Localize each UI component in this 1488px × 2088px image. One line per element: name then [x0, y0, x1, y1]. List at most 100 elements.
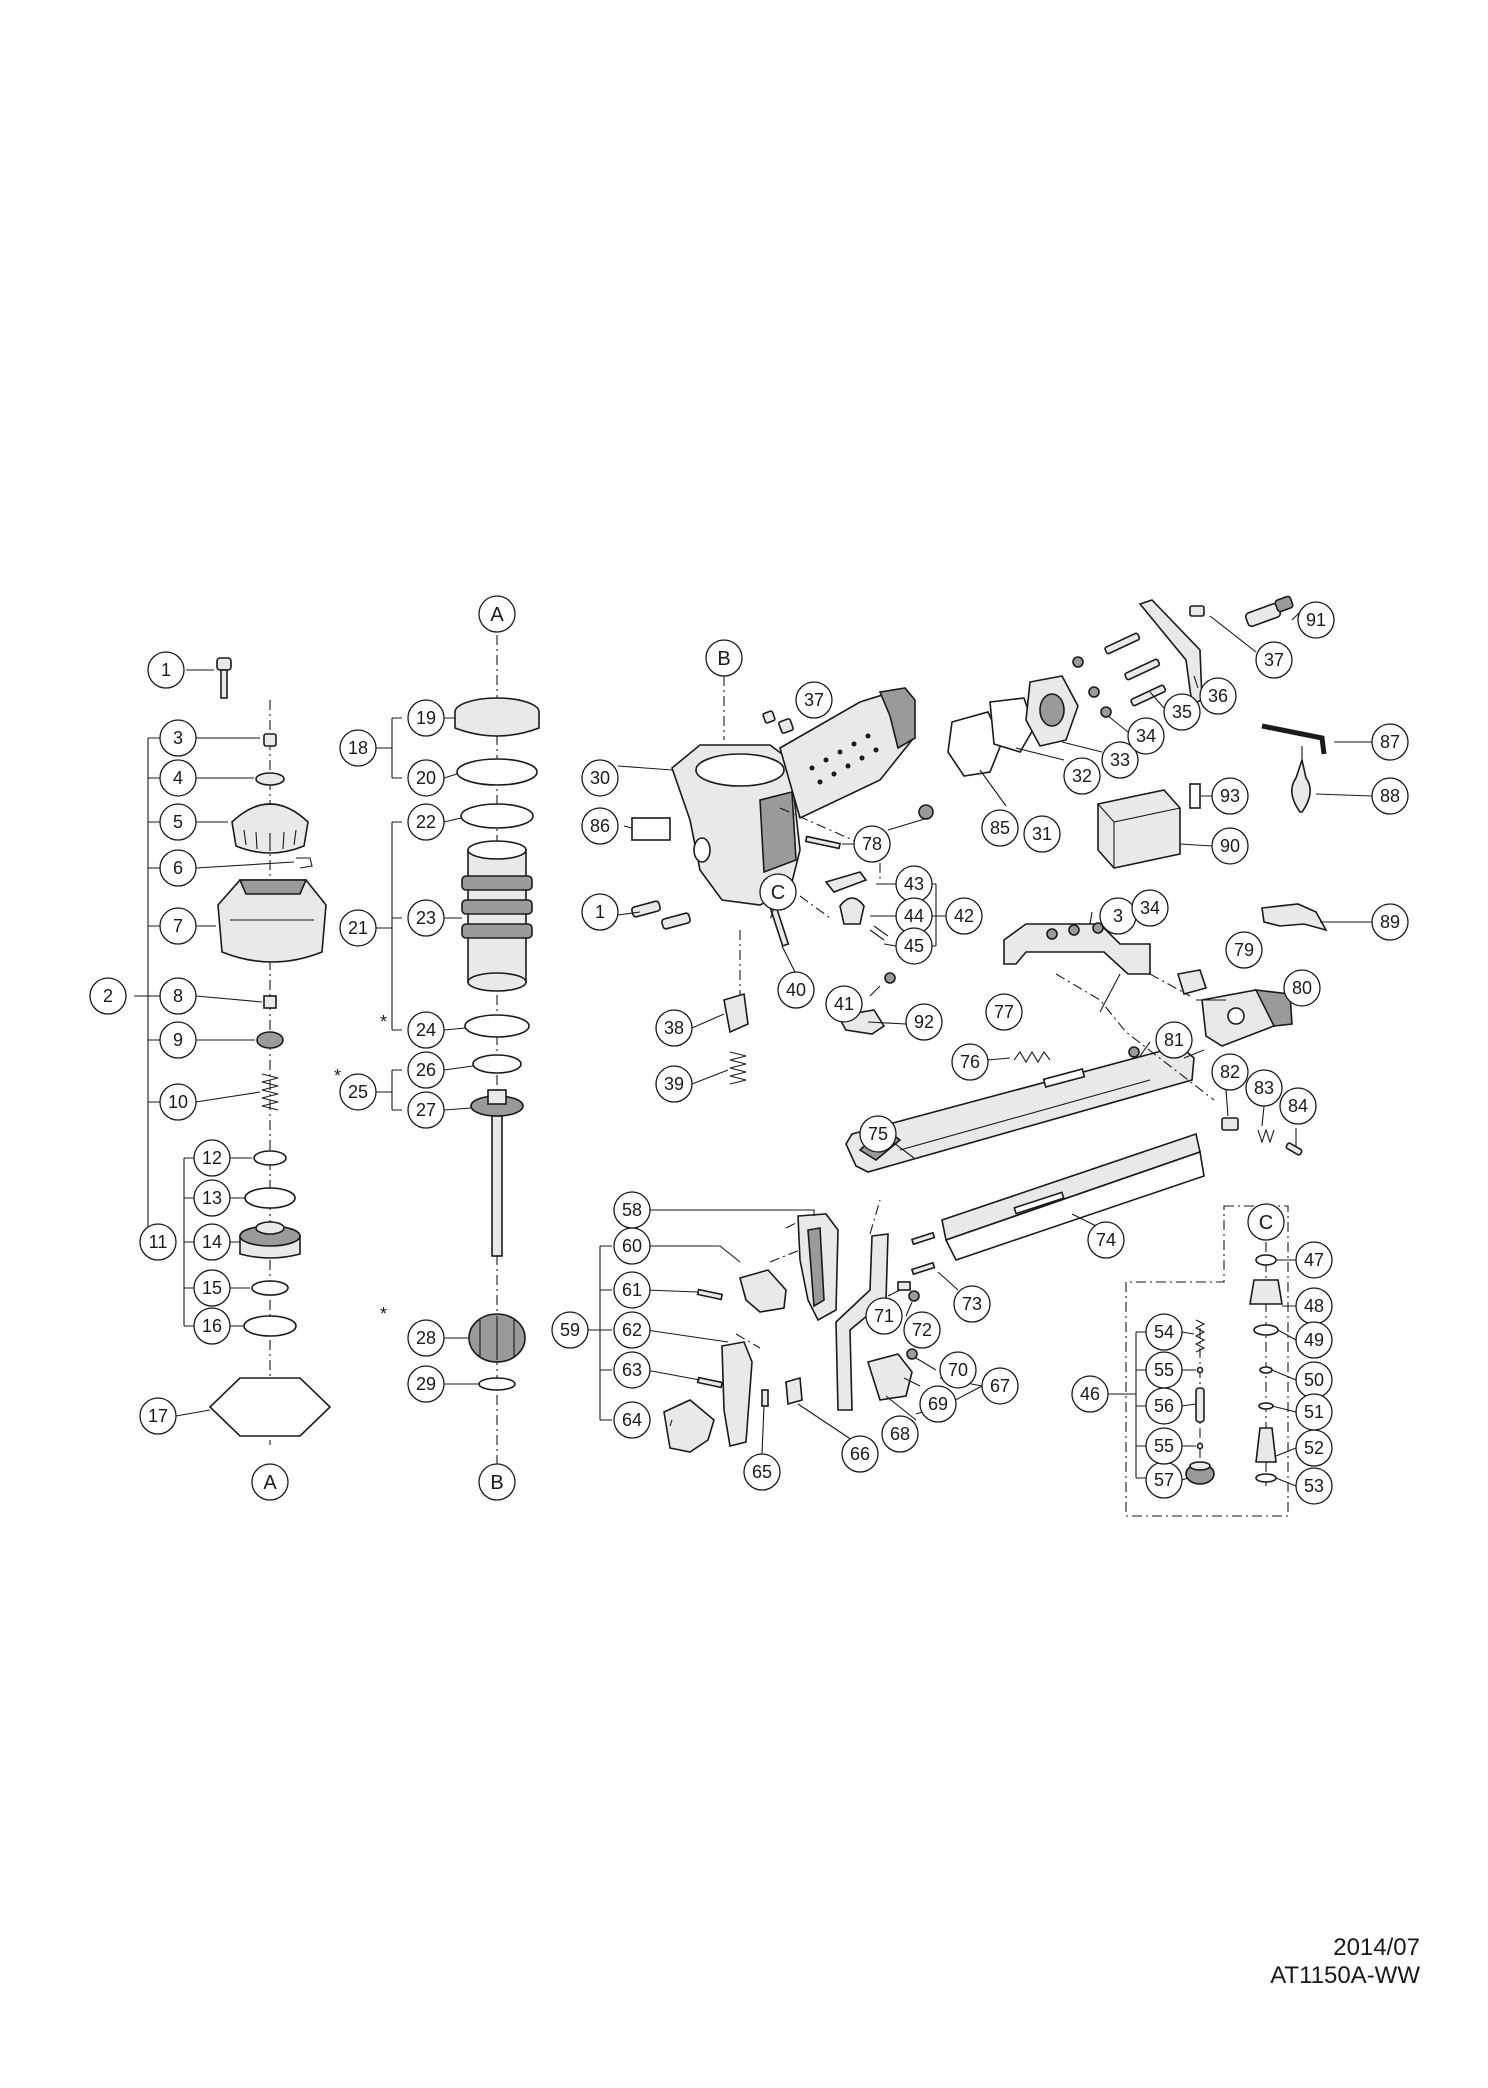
callout-number: 34 [1140, 898, 1160, 918]
callout-circle [613, 1227, 651, 1265]
callout-number: 93 [1220, 786, 1240, 806]
callout-61: 61 [613, 1271, 651, 1309]
callout-number: 67 [990, 1376, 1010, 1396]
callout-circle [825, 985, 863, 1023]
part-55-o-ring-lower [1196, 1442, 1204, 1450]
group-46-parts [1108, 1205, 1297, 1517]
part-90-case [1097, 789, 1181, 869]
callout-65: 65 [743, 1453, 781, 1491]
part-50-o-ring [1259, 1366, 1273, 1374]
callout-29: 29 [407, 1365, 445, 1403]
trigger-valve-parts [691, 871, 946, 1085]
callout-circle [945, 897, 983, 935]
part-27-piston-driver [470, 1089, 524, 1257]
connector-letter: B [490, 1472, 503, 1494]
connector-B: B [478, 1463, 516, 1501]
callout-circle [147, 651, 185, 689]
callout-circle [743, 1453, 781, 1491]
part-53-o-ring [1255, 1473, 1277, 1483]
callout-circle [865, 1297, 903, 1335]
callout-circle [551, 1311, 589, 1349]
callout-4: 4 [159, 759, 197, 797]
callout-number: 65 [752, 1462, 772, 1482]
callout-circle [339, 909, 377, 947]
callout-74: 74 [1087, 1221, 1125, 1259]
callout-circle [895, 927, 933, 965]
part-22-o-ring [460, 803, 534, 829]
callout-58: 58 [613, 1191, 651, 1229]
callout-number: 72 [912, 1320, 932, 1340]
callout-number: 55 [1154, 1436, 1174, 1456]
callout-circle [881, 1415, 919, 1453]
callout-33: 33 [1101, 741, 1139, 779]
part-26-o-ring [472, 1054, 522, 1074]
connector-letter: C [771, 882, 785, 904]
part-70-screw [906, 1348, 918, 1360]
callout-39: 39 [655, 1065, 693, 1103]
callout-circle [1371, 723, 1409, 761]
connector-letter: A [263, 1472, 277, 1494]
part-88-oiler [1291, 746, 1311, 813]
callout-circle [777, 971, 815, 1009]
callout-circle [953, 1285, 991, 1323]
callout-number: 20 [416, 768, 436, 788]
callout-18: 18 [339, 729, 377, 767]
callout-circle [1131, 889, 1169, 927]
callout-number: 76 [960, 1052, 980, 1072]
connector-letter: B [717, 648, 730, 670]
callout-number: 44 [904, 906, 924, 926]
part-48-valve-cap [1249, 1279, 1283, 1305]
part-37-bolts [762, 710, 794, 734]
callout-51: 51 [1295, 1393, 1333, 1431]
callout-19: 19 [407, 699, 445, 737]
callout-number: 39 [664, 1074, 684, 1094]
callout-number: 58 [622, 1200, 642, 1220]
callout-45: 45 [895, 927, 933, 965]
callout-circle [407, 803, 445, 841]
callout-number: 22 [416, 812, 436, 832]
callout-circle [159, 759, 197, 797]
part-72-washer [908, 1290, 920, 1302]
callout-42: 42 [945, 897, 983, 935]
callout-70: 70 [939, 1351, 977, 1389]
callout-88: 88 [1371, 777, 1409, 815]
callout-circle [407, 899, 445, 937]
part-68-adjuster [866, 1353, 913, 1401]
callout-55: 55 [1145, 1351, 1183, 1389]
part-24-o-ring [464, 1014, 530, 1038]
callout-11: 11 [139, 1223, 177, 1261]
callout-circle [1155, 1021, 1193, 1059]
part-85-nut [918, 804, 934, 820]
footer-model: AT1150A-WW [1270, 1962, 1420, 1989]
callout-circle [859, 1115, 897, 1153]
callout-35: 35 [1163, 693, 1201, 731]
part-55-o-ring [1196, 1366, 1204, 1374]
part-31-gasket [947, 711, 1003, 777]
part-79-clip [1176, 969, 1208, 995]
callout-circle [853, 825, 891, 863]
callout-85: 85 [981, 809, 1019, 847]
connector-A: A [251, 1463, 289, 1501]
part-1-bolt [216, 657, 232, 699]
connector-circle [1247, 1203, 1285, 1241]
callout-63: 63 [613, 1351, 651, 1389]
callout-68: 68 [881, 1415, 919, 1453]
callout-81: 81 [1155, 1021, 1193, 1059]
callout-12: 12 [193, 1139, 231, 1177]
callout-circle [581, 807, 619, 845]
callout-number: 38 [664, 1018, 684, 1038]
callout-circle [193, 1269, 231, 1307]
callout-number: 7 [173, 916, 183, 936]
callout-78: 78 [853, 825, 891, 863]
callout-52: 52 [1295, 1429, 1333, 1467]
part-37-hook-bolt [1189, 605, 1205, 617]
callout-14: 14 [193, 1223, 231, 1261]
callout-47: 47 [1295, 1241, 1333, 1279]
callout-number: 13 [202, 1188, 222, 1208]
callout-circle [407, 1011, 445, 1049]
callout-circle [407, 1365, 445, 1403]
part-3-screw [263, 733, 277, 747]
callout-circle [905, 1003, 943, 1041]
callout-67: 67 [981, 1367, 1019, 1405]
